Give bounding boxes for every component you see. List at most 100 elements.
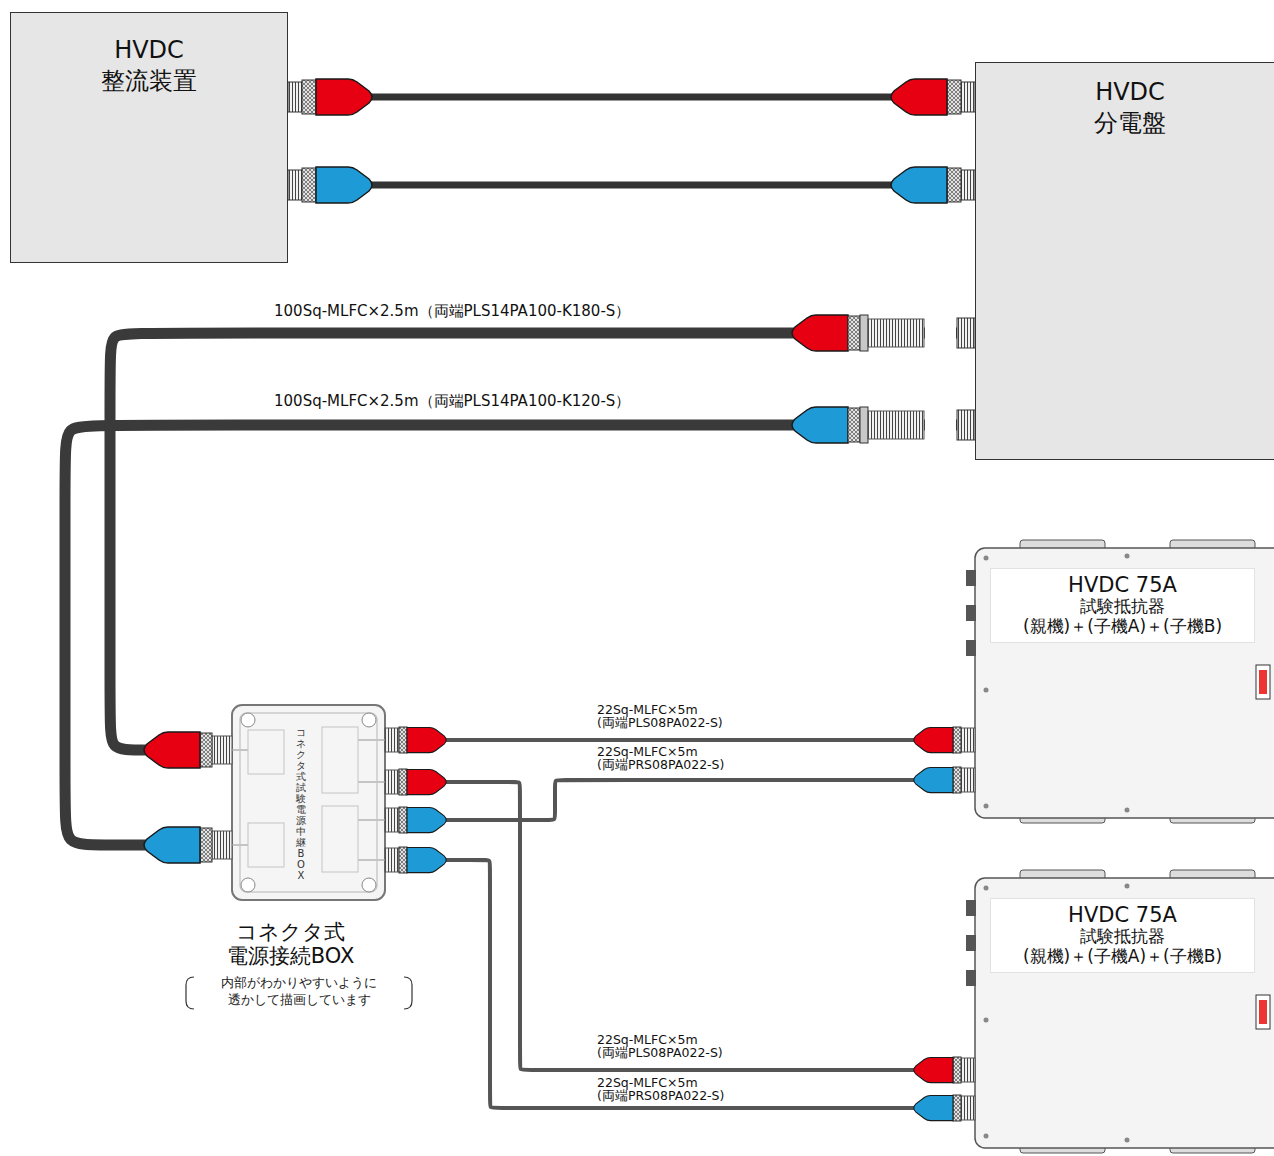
text-line: 電源接続BOX	[227, 944, 355, 968]
text-line: 22Sq-MLFC×5m	[597, 744, 698, 759]
plug-body	[407, 847, 446, 872]
cable-line	[288, 94, 975, 101]
junction-box-lid	[240, 713, 377, 892]
screw-hole	[241, 878, 255, 892]
screw-hole	[362, 713, 376, 727]
text-line: (両端PRS08PA022-S)	[597, 757, 724, 772]
internal-wire	[232, 740, 385, 860]
panel-socket	[961, 82, 975, 112]
plug-body	[914, 727, 953, 752]
resistor-subtitle: 試験抵抗器 (親機)＋(子機A)＋(子機B)	[1023, 597, 1222, 636]
box-socket	[385, 848, 399, 872]
panel-socket	[288, 82, 302, 112]
resistor-body	[975, 878, 1274, 1148]
distribution-panel: HVDC 分電盤	[975, 62, 1274, 460]
panel-title: HVDC 分電盤	[1094, 77, 1166, 139]
knurled-ring	[848, 408, 860, 442]
knurled-ring	[953, 1057, 961, 1083]
text-line: 透かして描画しています	[228, 992, 371, 1007]
label-anchor: 22Sq-MLFC×5m (両端PLS08PA022-S)	[595, 1033, 725, 1059]
screw-hole	[241, 713, 255, 727]
indicator-panel	[1256, 665, 1270, 699]
panel-socket	[957, 410, 975, 440]
note-bracket	[404, 977, 412, 1009]
resistor-socket	[961, 1058, 975, 1082]
cable-spec-label: 100Sq-MLFC×2.5m（両端PLS14PA100-K120-S）	[272, 392, 632, 410]
side-tab	[966, 970, 976, 986]
screw	[1125, 884, 1130, 889]
screw	[984, 1134, 989, 1139]
plug-body	[792, 315, 848, 351]
screw	[1125, 1138, 1130, 1143]
name-plate: HVDC 75A試験抵抗器 (親機)＋(子機A)＋(子機B)	[990, 568, 1255, 643]
screw	[984, 804, 989, 809]
knurled-ring	[200, 828, 212, 862]
plug-body	[891, 79, 947, 115]
plug-thread	[868, 411, 924, 439]
side-tab	[966, 605, 976, 621]
knurled-ring	[947, 80, 961, 114]
test-resistor: HVDC 75A試験抵抗器 (親機)＋(子機A)＋(子機B)	[975, 545, 1274, 820]
knurled-ring	[399, 727, 407, 753]
box-socket	[385, 770, 399, 794]
knurled-ring	[200, 733, 212, 767]
plug-body	[144, 827, 200, 863]
knurled-ring	[399, 807, 407, 833]
text-line: (両端PLS08PA022-S)	[597, 715, 723, 730]
terminal-block	[322, 806, 358, 872]
cable-spec-label: 22Sq-MLFC×5m (両端PLS08PA022-S)	[595, 703, 725, 729]
plug-body	[914, 767, 953, 792]
text-line: 分電盤	[1094, 109, 1166, 137]
side-tab	[966, 640, 976, 656]
terminal-block	[248, 730, 284, 774]
label-anchor: 内部がわかりやすいように 透かして描画しています	[221, 975, 377, 1009]
resistor-socket	[961, 1096, 975, 1120]
text-line: コネクタ式	[236, 920, 345, 944]
side-tab	[966, 935, 976, 951]
terminal-block	[248, 823, 284, 867]
terminal-block	[322, 727, 358, 793]
cable-line	[385, 738, 975, 742]
indicator-lamp	[1259, 1000, 1267, 1024]
note-bracket	[186, 977, 194, 1009]
text-line: 整流装置	[101, 67, 197, 95]
test-resistor: HVDC 75A試験抵抗器 (親機)＋(子機A)＋(子機B)	[975, 875, 1274, 1150]
connector-junction-box: コネクタ式 電源接続BOXコネクタ式試験電源中継BOX	[232, 705, 385, 900]
screw	[1125, 808, 1130, 813]
plug-ring	[860, 407, 868, 443]
gap-mask	[925, 325, 956, 341]
note-text: 内部がわかりやすいように 透かして描画しています	[221, 975, 377, 1009]
plug-body	[914, 1095, 953, 1120]
cable-spec-label: 100Sq-MLFC×2.5m（両端PLS14PA100-K180-S）	[272, 302, 632, 320]
panel-socket	[288, 170, 302, 200]
cable-line	[385, 780, 975, 820]
text-line: 試験抵抗器	[1080, 596, 1165, 616]
box-socket	[212, 736, 232, 764]
label-anchor: 22Sq-MLFC×5m (両端PRS08PA022-S)	[595, 1076, 726, 1102]
plug-ring	[860, 315, 868, 351]
plug-body	[316, 167, 372, 203]
text-line: (両端PLS08PA022-S)	[597, 1045, 723, 1060]
knurled-ring	[399, 847, 407, 873]
text-line: 試験抵抗器	[1080, 926, 1165, 946]
box-title: コネクタ式 電源接続BOX	[227, 920, 355, 968]
junction-box-body	[232, 705, 385, 900]
knurled-ring	[302, 168, 316, 202]
plug-body	[407, 807, 446, 832]
text-line: 22Sq-MLFC×5m	[597, 1075, 698, 1090]
resistor-body	[975, 548, 1274, 818]
plug-body	[407, 769, 446, 794]
plug-body	[792, 407, 848, 443]
knurled-ring	[947, 168, 961, 202]
cable-line	[385, 860, 975, 1108]
label-anchor: 22Sq-MLFC×5m (両端PLS08PA022-S)	[595, 703, 725, 729]
knurled-ring	[302, 80, 316, 114]
screw	[984, 886, 989, 891]
box-inner-label: コネクタ式試験電源中継BOX	[296, 727, 306, 881]
text-line: (親機)＋(子機A)＋(子機B)	[1023, 946, 1222, 966]
screw	[984, 688, 989, 693]
plug-body	[891, 167, 947, 203]
label-anchor: 100Sq-MLFC×2.5m（両端PLS14PA100-K180-S）	[272, 302, 632, 320]
panel-socket	[957, 318, 975, 348]
